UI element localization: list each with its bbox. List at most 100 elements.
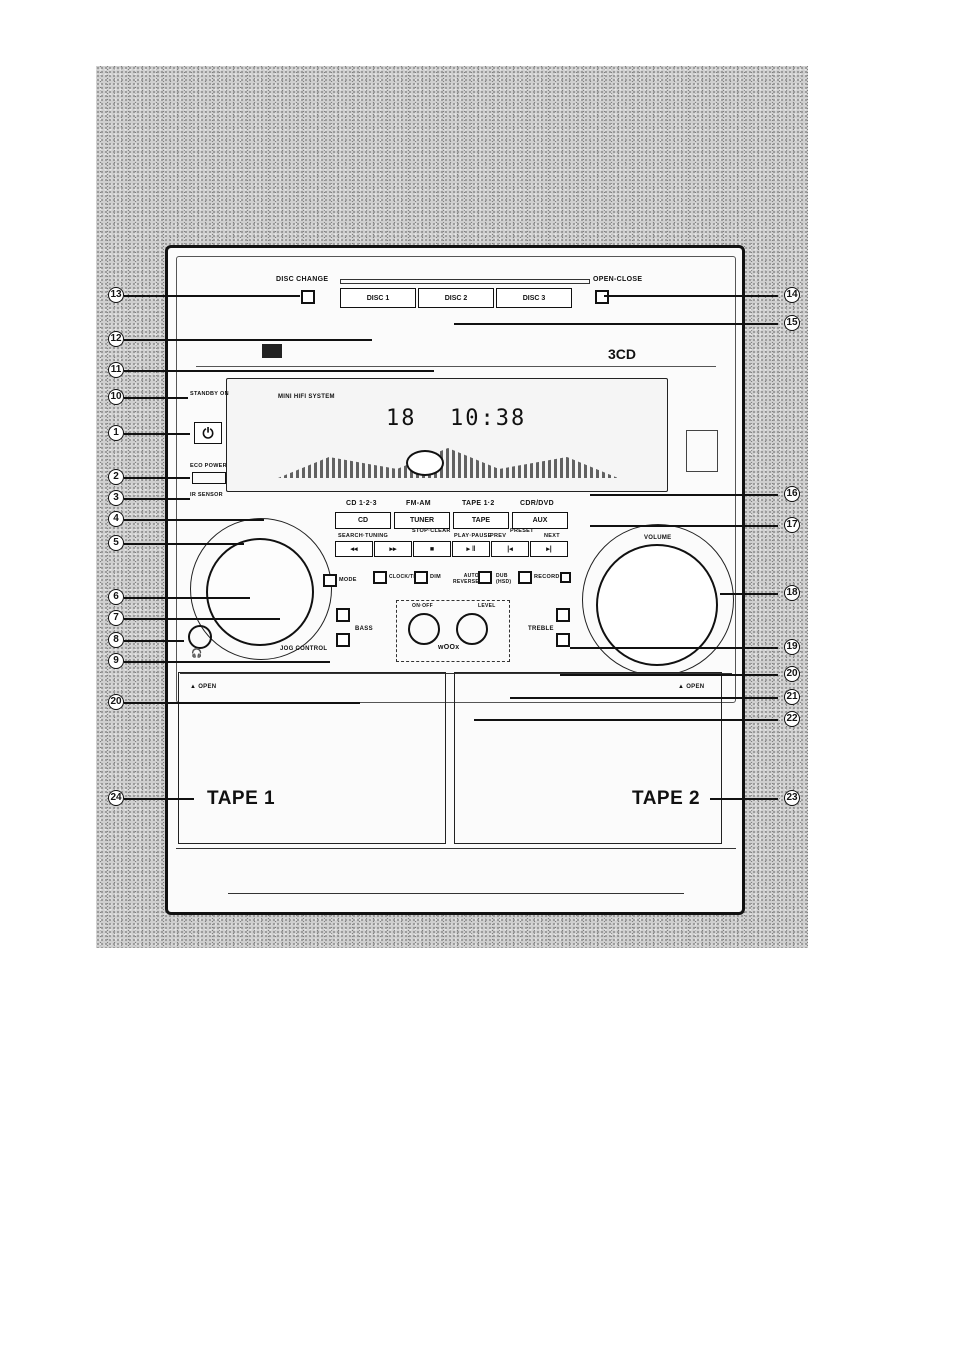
three-cd-logo: 3CD (608, 346, 637, 362)
callout-13: 13 (108, 287, 124, 303)
display-track-number: 18 (386, 406, 417, 431)
display-center-logo (406, 450, 444, 476)
prev-button[interactable]: |◂ (491, 541, 529, 557)
leader-24 (124, 798, 194, 800)
wooz-level-label: LEVEL (478, 603, 496, 609)
leader-10 (124, 397, 188, 399)
search-forward-button[interactable]: ▸▸ (374, 541, 412, 557)
base-foot (228, 893, 684, 906)
callout-21: 21 (784, 689, 800, 705)
treble-down-button[interactable] (556, 633, 570, 647)
leader-2 (124, 477, 190, 479)
callout-8: 8 (108, 632, 124, 648)
callout-1: 1 (108, 425, 124, 441)
leader-18 (720, 593, 778, 595)
clock-timer-button[interactable] (373, 571, 387, 584)
leader-4 (124, 519, 264, 521)
open-close-button[interactable] (595, 290, 609, 304)
disc-2-button[interactable]: DISC 2 (418, 288, 494, 308)
play-pause-label: PLAY·PAUSE (454, 533, 492, 539)
leader-22 (474, 719, 778, 721)
leader-21 (510, 697, 778, 699)
callout-11: 11 (108, 362, 124, 378)
callout-17: 17 (784, 517, 800, 533)
tuner-source-button[interactable]: TUNER (394, 512, 450, 529)
callout-9: 9 (108, 653, 124, 669)
dim-label: DIM (430, 574, 441, 580)
callout-2: 2 (108, 469, 124, 485)
mode-label: MODE (339, 577, 357, 583)
bass-down-button[interactable] (336, 633, 350, 647)
leader-1 (124, 433, 190, 435)
leader-15 (454, 323, 778, 325)
leader-3 (124, 498, 190, 500)
callout-20-left: 20 (108, 694, 124, 710)
dub-label: DUB (HSD) (496, 573, 512, 585)
play-pause-button[interactable]: ▸ ‖ (452, 541, 490, 557)
disc-change-button[interactable] (301, 290, 315, 304)
source-tape-top: TAPE 1·2 (462, 500, 495, 507)
aux-source-button[interactable]: AUX (512, 512, 568, 529)
tape-divider (180, 673, 732, 674)
disc-slot (196, 310, 716, 367)
treble-up-button[interactable] (556, 608, 570, 622)
jog-ring (190, 518, 332, 660)
bass-up-button[interactable] (336, 608, 350, 622)
wooz-logo: wOOx (438, 644, 460, 651)
wooz-onoff-button[interactable] (408, 613, 440, 645)
clock-timer-label: CLOCK/TIMER (389, 574, 428, 580)
stop-button[interactable]: ■ (413, 541, 451, 557)
cd-source-button[interactable]: CD (335, 512, 391, 529)
standby-power-button[interactable]: ⏻ (194, 422, 222, 444)
disc-change-label: DISC CHANGE (276, 276, 329, 283)
disc-3-button[interactable]: DISC 3 (496, 288, 572, 308)
callout-24: 24 (108, 790, 124, 806)
wooz-onoff-label: ON·OFF (412, 603, 433, 609)
tape1-door[interactable] (178, 672, 446, 844)
tape-source-button[interactable]: TAPE (453, 512, 509, 529)
bass-label: BASS (355, 626, 373, 632)
leader-8 (124, 640, 184, 642)
leader-17 (590, 525, 778, 527)
callout-18: 18 (784, 585, 800, 601)
tape2-door[interactable] (454, 672, 722, 844)
record-label: RECORD (534, 574, 560, 580)
preset-label: PRESET (510, 528, 534, 534)
leader-6 (124, 597, 250, 599)
treble-label: TREBLE (528, 626, 554, 632)
next-button[interactable]: ▸| (530, 541, 568, 557)
side-recess (686, 430, 718, 472)
leader-13 (124, 295, 300, 297)
disc-1-button[interactable]: DISC 1 (340, 288, 416, 308)
tape2-open-label: ▲ OPEN (678, 684, 705, 690)
leader-5 (124, 543, 244, 545)
tape2-label: TAPE 2 (632, 788, 701, 809)
hifi-front-panel: DISC CHANGE OPEN-CLOSE DISC 1 DISC 2 DIS… (165, 245, 745, 915)
callout-10: 10 (108, 389, 124, 405)
jog-control-dial[interactable] (206, 538, 314, 646)
callout-4: 4 (108, 511, 124, 527)
source-aux-top: CDR/DVD (520, 500, 554, 507)
callout-3: 3 (108, 490, 124, 506)
search-back-button[interactable]: ◂◂ (335, 541, 373, 557)
volume-knob[interactable] (596, 544, 718, 666)
headphone-jack[interactable] (188, 625, 212, 649)
wooz-level-knob[interactable] (456, 613, 488, 645)
callout-14: 14 (784, 287, 800, 303)
eco-power-label: ECO POWER (190, 463, 227, 469)
dim-button[interactable] (414, 571, 428, 584)
auto-reverse-button[interactable] (478, 571, 492, 584)
leader-16 (590, 494, 778, 496)
mode-button[interactable] (323, 574, 337, 587)
headphone-icon: 🎧 (191, 648, 203, 658)
display-clock: 10:38 (450, 406, 527, 431)
eco-power-led (192, 472, 226, 484)
callout-15: 15 (784, 315, 800, 331)
disc-tray-rail (340, 279, 590, 284)
dub-button[interactable] (518, 571, 532, 584)
source-cd-top: CD 1·2·3 (346, 500, 377, 507)
callout-12: 12 (108, 331, 124, 347)
record-button[interactable] (560, 572, 571, 583)
jog-control-label: JOG CONTROL (280, 646, 328, 652)
callout-5: 5 (108, 535, 124, 551)
